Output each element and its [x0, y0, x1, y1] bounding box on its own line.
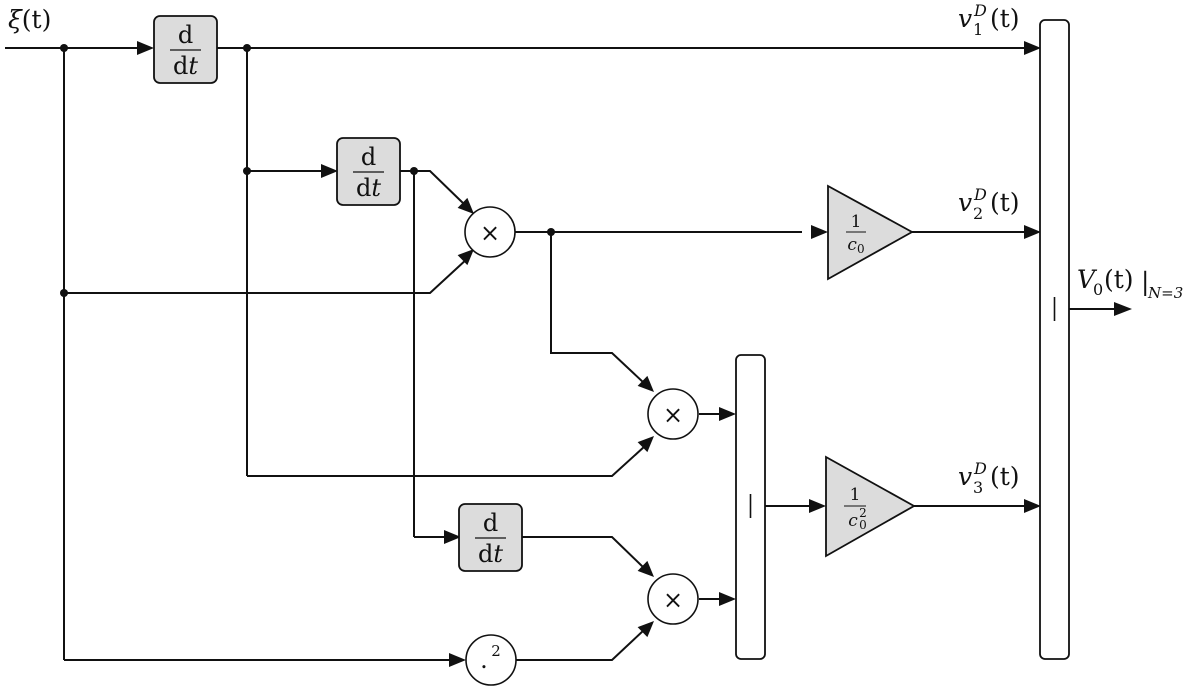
derivative-numerator: d: [178, 21, 193, 49]
arrow-mult3-into-bus1: [719, 592, 736, 606]
arrow-input-into-mult1: [457, 249, 474, 266]
derivative-denominator: dt: [478, 540, 503, 568]
svg-text:1: 1: [973, 20, 983, 39]
arrow-into-square: [449, 653, 466, 667]
arrow-d2-into-mult1: [457, 197, 474, 214]
sum-bus-1: [735, 354, 766, 660]
arrow-mult1-into-mult2: [637, 375, 654, 392]
multiplier-node-1: ×: [464, 206, 516, 258]
arrowheads: [137, 41, 1132, 667]
multiplier-node-2: ×: [647, 388, 699, 440]
gain-block-2: 1 c 2 0: [825, 455, 916, 558]
arrow-into-d1: [137, 41, 154, 55]
svg-text:(t): (t): [990, 188, 1020, 217]
arrow-into-d2: [321, 164, 338, 178]
svg-text:D: D: [973, 459, 987, 478]
derivative-numerator: d: [483, 509, 498, 537]
junction-dot: [410, 167, 418, 175]
derivative-block-3: d dt: [458, 503, 523, 572]
sum-bus-2: [1039, 19, 1070, 660]
multiply-symbol: ×: [663, 401, 683, 429]
arrow-d1-into-mult2: [637, 436, 654, 453]
junction-dot: [243, 167, 251, 175]
svg-text:V: V: [1077, 265, 1098, 294]
arrow-into-gain1: [811, 225, 828, 239]
multiply-symbol: ×: [480, 219, 500, 247]
multiplier-node-3: ×: [647, 573, 699, 625]
square-exponent: 2: [491, 642, 501, 660]
v1-label: v D 1 (t): [958, 1, 1020, 39]
arrow-output: [1114, 302, 1132, 316]
output-label: V 0 (t) | N=3: [1077, 265, 1183, 302]
arrow-square-into-mult3: [637, 621, 654, 638]
svg-text:(t): (t): [990, 4, 1020, 33]
gain-numerator: 1: [850, 485, 861, 505]
v3-label: v D 3 (t): [958, 459, 1020, 497]
gain-denominator: c: [848, 511, 858, 531]
arrow-v3-into-bus2: [1024, 499, 1041, 513]
svg-text:2: 2: [973, 204, 983, 223]
derivative-block-2: d dt: [336, 137, 401, 206]
arrow-v2-into-bus2: [1024, 225, 1041, 239]
gain-numerator: 1: [851, 212, 862, 232]
svg-text:(t): (t): [1104, 265, 1134, 294]
arrow-d3-into-mult3: [637, 560, 654, 577]
square-base: .: [480, 646, 488, 674]
square-to-mult3-wire: [516, 629, 645, 661]
arrow-mult2-into-bus1: [719, 407, 736, 421]
svg-text:D: D: [973, 185, 987, 204]
gain-denominator-superscript: 2: [859, 506, 867, 520]
junction-dot: [60, 289, 68, 297]
svg-text:3: 3: [973, 478, 983, 497]
input-to-mult1-wire: [64, 257, 469, 294]
svg-text:|: |: [1141, 267, 1149, 297]
v2-label: v D 2 (t): [958, 185, 1020, 223]
d3-to-mult3-wire: [522, 536, 645, 569]
arrow-into-gain2: [809, 499, 826, 513]
input-label: ξ(t): [8, 5, 51, 34]
arrow-v1-into-bus2: [1024, 41, 1041, 55]
gain-denominator: c0: [847, 235, 864, 256]
arrow-into-d3: [444, 530, 461, 544]
junctions: [60, 44, 555, 297]
square-node: . 2: [465, 634, 517, 686]
d1-to-mult2-wire: [247, 445, 646, 477]
derivative-denominator: dt: [356, 174, 381, 202]
svg-text:D: D: [973, 1, 987, 20]
multiply-symbol: ×: [663, 586, 683, 614]
derivative-block-1: d dt: [153, 15, 218, 84]
svg-text:(t): (t): [990, 462, 1020, 491]
svg-text:0: 0: [1093, 280, 1103, 299]
gain-denominator-subscript: 0: [859, 518, 867, 532]
d2-to-mult1-wire: [400, 170, 465, 205]
svg-text:N=3: N=3: [1147, 284, 1183, 302]
junction-dot: [547, 228, 555, 236]
derivative-denominator: dt: [173, 52, 198, 80]
derivative-numerator: d: [361, 143, 376, 171]
svg-text:v: v: [958, 188, 972, 217]
svg-text:v: v: [958, 4, 972, 33]
svg-text:v: v: [958, 462, 972, 491]
mult1-to-mult2-wire: [550, 232, 645, 384]
gain-block-1: 1 c0: [827, 184, 914, 281]
junction-dot: [243, 44, 251, 52]
junction-dot: [60, 44, 68, 52]
wires: [5, 47, 1116, 661]
